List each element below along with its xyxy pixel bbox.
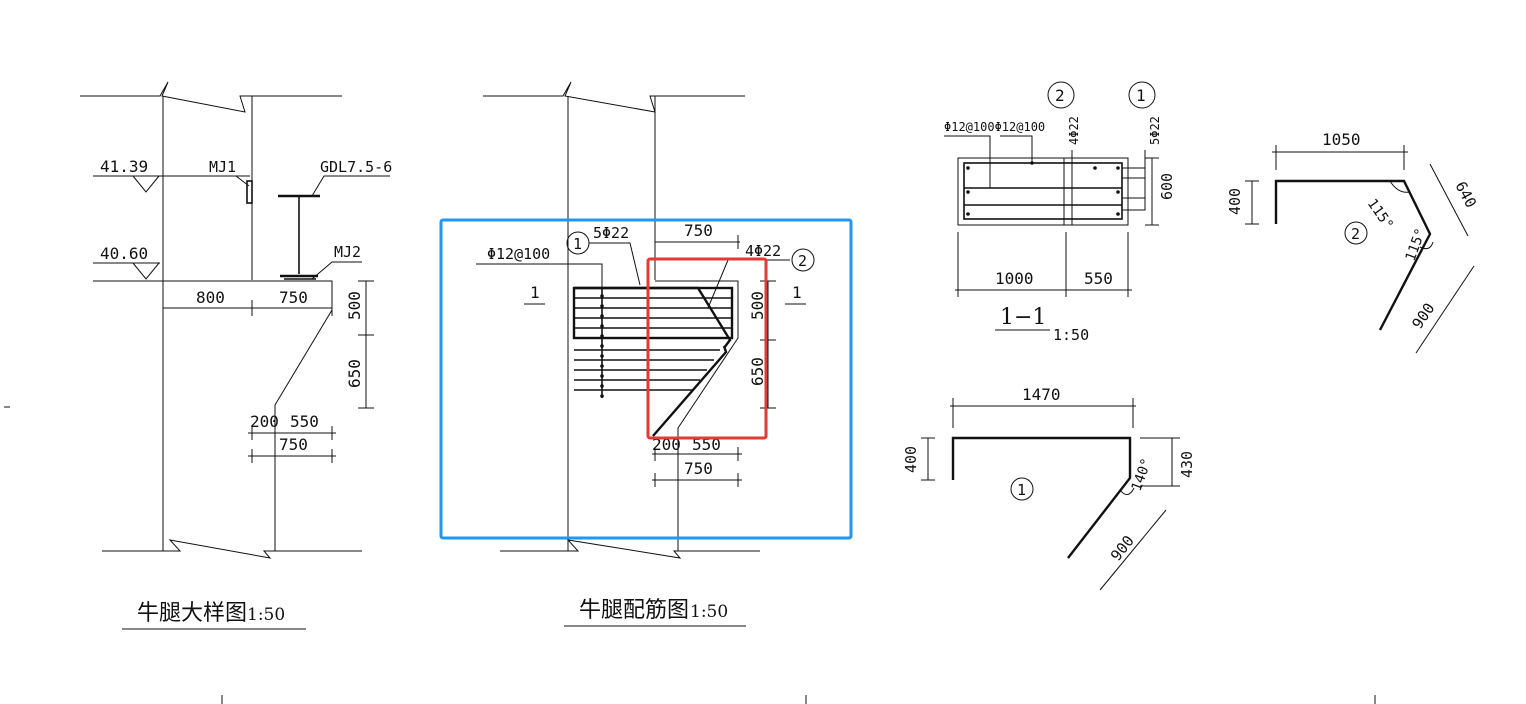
section-dots xyxy=(966,161,1120,216)
detail-view-scale: 1:50 xyxy=(247,605,285,625)
mj1-label: MJ1 xyxy=(209,158,236,176)
dim-650: 650 xyxy=(345,359,364,388)
mj1-leader xyxy=(208,175,250,187)
bar2-dim-640: 640 xyxy=(1451,178,1480,210)
dim-800: 800 xyxy=(196,288,225,307)
section-outline xyxy=(957,157,1129,226)
rebar-stirrup-label: Φ12@100 xyxy=(487,245,550,263)
dim-750-bottom: 750 xyxy=(279,435,308,454)
rebar-dots xyxy=(600,294,604,398)
section-mark-left: 1 xyxy=(530,283,540,302)
corbel-rebar-view: Φ12@100 1 5Φ22 4Φ22 2 1 1 750 500 650 20… xyxy=(476,81,815,627)
bar-2-shape xyxy=(1274,179,1432,331)
rebar-top-cage xyxy=(572,286,734,340)
corbel-detail-view: 41.39 40.60 MJ1 GDL7.5-6 MJ2 800 750 500… xyxy=(80,81,392,630)
bar1-dim-400: 400 xyxy=(902,446,920,473)
mj2-label: MJ2 xyxy=(334,243,361,261)
bar2-dim-400: 400 xyxy=(1226,188,1244,215)
bar1-angle: 140° xyxy=(1129,456,1156,493)
rebar-top-break-line xyxy=(483,81,745,113)
bar2-dim-1050: 1050 xyxy=(1322,130,1361,149)
section-leader-b xyxy=(1000,135,1033,163)
section-mark-1-circle xyxy=(1128,81,1156,109)
bar-1-shape xyxy=(951,436,1132,559)
section-scale: 1:50 xyxy=(1053,326,1089,344)
mark-2-circle xyxy=(791,248,815,272)
bar2-mark-circle xyxy=(1344,221,1368,245)
red-highlight-box xyxy=(646,257,768,440)
dim-500: 500 xyxy=(345,291,364,320)
stirrup-lines xyxy=(574,297,732,391)
section-mark-right: 1 xyxy=(792,283,802,302)
dim-550: 550 xyxy=(290,412,319,431)
elevation-symbol-lower xyxy=(132,262,160,280)
section-title: 1−1 xyxy=(1000,305,1046,330)
bar2-label: 4Φ22 xyxy=(745,242,781,260)
section-mark-2-circle xyxy=(1047,81,1075,109)
rebar-dim-550: 550 xyxy=(692,435,721,454)
mark-2: 2 xyxy=(798,252,807,270)
rebar-bar-2 xyxy=(652,345,728,437)
rebar-dim-500: 500 xyxy=(748,291,767,320)
rebar-view-title: 牛腿配筋图 xyxy=(579,598,689,623)
mark-1: 1 xyxy=(573,235,582,253)
bar1-mark: 1 xyxy=(1017,481,1026,499)
rebar-corbel-outline xyxy=(655,280,739,551)
elevation-upper: 41.39 xyxy=(100,157,148,176)
section-mark-1: 1 xyxy=(1136,86,1146,105)
rebar-dim-650: 650 xyxy=(748,357,767,386)
blue-highlight-box xyxy=(439,218,853,540)
section-bar2-label: 4Φ22 xyxy=(1067,116,1081,145)
mj2-leader xyxy=(311,261,362,280)
detail-view-title: 牛腿大样图 xyxy=(137,601,247,626)
section-1-1-view: 2 1 Φ12@100Φ12@100 4Φ22 5Φ22 600 xyxy=(944,81,1176,344)
bar1-mark-circle xyxy=(1010,477,1034,501)
bar2-mark: 2 xyxy=(1351,225,1360,243)
gdl-leader xyxy=(311,175,390,197)
rebar-dim-750-bottom: 750 xyxy=(684,459,713,478)
section-bar1-label: 5Φ22 xyxy=(1148,116,1162,145)
bar1-label: 5Φ22 xyxy=(593,224,629,242)
mj1-plate xyxy=(246,180,253,204)
bar1-leader xyxy=(589,242,641,286)
rebar-view-scale: 1:50 xyxy=(690,602,728,622)
section-leader-a xyxy=(944,135,991,188)
section-dim-600: 600 xyxy=(1158,173,1176,200)
bar1-dim-1470: 1470 xyxy=(1022,385,1061,404)
bar-2-shape-view: 1050 400 640 900 115° 115° 2 xyxy=(1226,130,1480,354)
section-cage xyxy=(963,162,1123,220)
bar2-angle-a: 115° xyxy=(1364,196,1396,233)
bar2-dim-900: 900 xyxy=(1408,300,1438,333)
section-stirrup-label: Φ12@100Φ12@100 xyxy=(944,120,1045,134)
section-dim-1000: 1000 xyxy=(995,269,1034,288)
bar-1-shape-view: 1470 400 430 900 140° 1 xyxy=(902,385,1196,591)
section-dim-550: 550 xyxy=(1084,269,1113,288)
bar1-dim-900: 900 xyxy=(1107,532,1138,564)
dim-750-top: 750 xyxy=(279,288,308,307)
elevation-lower: 40.60 xyxy=(100,244,148,263)
bar1-dim-430: 430 xyxy=(1178,451,1196,478)
elevation-symbol-upper xyxy=(132,175,160,193)
section-mark-2: 2 xyxy=(1055,86,1065,105)
rebar-dim-750-top: 750 xyxy=(684,221,713,240)
dim-200: 200 xyxy=(250,412,279,431)
gdl-label: GDL7.5-6 xyxy=(320,158,392,176)
rebar-bottom-break-line xyxy=(500,539,760,559)
section-leader-c xyxy=(1071,150,1118,189)
stirrup-leader xyxy=(476,263,603,290)
rebar-dim-200: 200 xyxy=(652,435,681,454)
top-break-line xyxy=(80,81,342,113)
bottom-break-line xyxy=(102,539,362,559)
